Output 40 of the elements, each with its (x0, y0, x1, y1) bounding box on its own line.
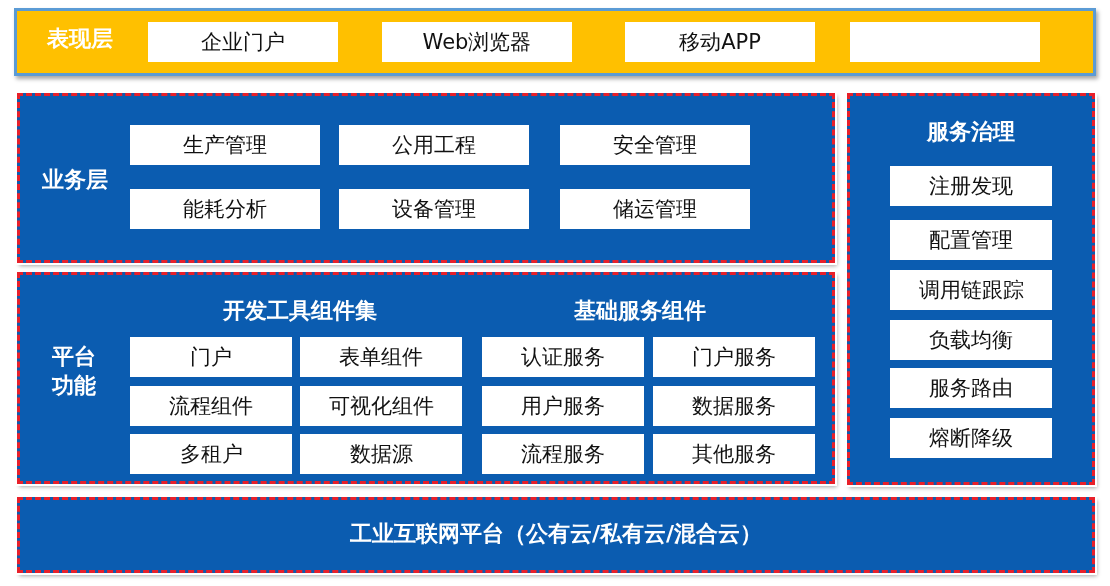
module-box: 注册发现 (890, 166, 1052, 206)
layer-title: 业务层 (41, 166, 109, 194)
module-box: 设备管理 (339, 189, 529, 229)
module-box: 公用工程 (339, 125, 529, 165)
module-box: 流程服务 (482, 434, 644, 474)
module-box: 多租户 (130, 434, 292, 474)
module-box: 熔断降级 (890, 418, 1052, 458)
module-box: 表单组件 (300, 337, 462, 377)
group-heading: 开发工具组件集 (222, 297, 378, 325)
module-box: 服务路由 (890, 368, 1052, 408)
layer-band (17, 93, 835, 263)
module-box: 门户服务 (653, 337, 815, 377)
group-heading: 基础服务组件 (573, 297, 707, 325)
module-box: 流程组件 (130, 386, 292, 426)
module-box: 数据源 (300, 434, 462, 474)
layer-title: 表现层 (46, 25, 114, 53)
layer-band (14, 8, 1096, 76)
module-box: 数据服务 (653, 386, 815, 426)
module-box: 储运管理 (560, 189, 750, 229)
module-box: 企业门户 (148, 22, 338, 62)
module-box: 负载均衡 (890, 320, 1052, 360)
module-box: 认证服务 (482, 337, 644, 377)
blank-box (850, 22, 1040, 62)
platform-band (17, 497, 1095, 573)
layer-panel (847, 93, 1095, 485)
module-box: 安全管理 (560, 125, 750, 165)
module-box: 可视化组件 (300, 386, 462, 426)
module-box: 移动APP (625, 22, 815, 62)
module-box: 调用链跟踪 (890, 270, 1052, 310)
module-box: 配置管理 (890, 220, 1052, 260)
module-box: 门户 (130, 337, 292, 377)
module-box: 其他服务 (653, 434, 815, 474)
module-box: 生产管理 (130, 125, 320, 165)
layer-band (17, 272, 835, 484)
layer-title: 服务治理 (925, 118, 1016, 146)
module-box: 用户服务 (482, 386, 644, 426)
layer-title: 工业互联网平台（公有云/私有云/混合云） (348, 520, 764, 548)
module-box: Web浏览器 (382, 22, 572, 62)
module-box: 能耗分析 (130, 189, 320, 229)
layer-title: 平台功能 (51, 343, 97, 400)
